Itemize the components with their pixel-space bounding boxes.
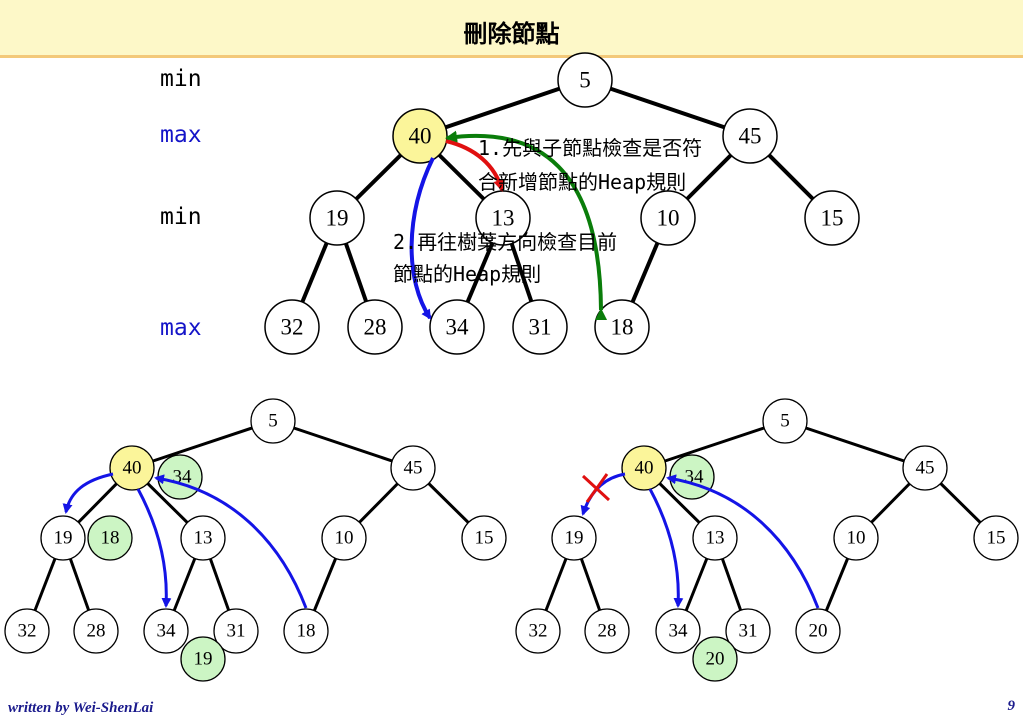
level-label-max-1: max (160, 122, 202, 148)
left-node-label: 40 (123, 458, 142, 479)
left-blue-arrow-2 (136, 488, 172, 608)
right-blue-arrow-2 (648, 488, 684, 608)
footer-author: written by Wei-ShenLai (8, 700, 154, 716)
top-node-label: 31 (529, 315, 552, 340)
cross-mark-icon (581, 473, 611, 503)
top-tree-labels: 5 40 45 19 13 10 15 32 28 34 31 18 (281, 68, 844, 340)
left-node-label: 45 (404, 458, 423, 479)
right-tree-labels: 5 40 34 45 19 13 10 15 32 28 34 31 20 20 (529, 411, 1006, 670)
top-node-32 (264, 299, 320, 355)
level-label-min-0: min (160, 66, 202, 92)
left-marker-18 (87, 515, 133, 561)
left-marker-label: 18 (101, 528, 120, 549)
top-node-label: 15 (821, 206, 844, 231)
top-node-28 (347, 299, 403, 355)
top-node-10 (640, 190, 696, 246)
top-tree-nodes (264, 52, 860, 355)
left-node-label: 10 (335, 528, 354, 549)
left-node-label: 34 (157, 621, 177, 642)
right-node-label: 45 (916, 458, 935, 479)
left-node-label: 13 (194, 528, 213, 549)
note-step2-line1: 2.再往樹葉方向檢查目前 (393, 230, 618, 254)
right-node-label: 5 (780, 411, 790, 432)
top-node-label: 40 (409, 124, 432, 149)
top-node-label: 18 (611, 315, 634, 340)
right-node-label: 31 (739, 621, 758, 642)
top-node-18 (594, 299, 650, 355)
right-tree-nodes (515, 398, 1019, 682)
right-blue-arrow-3 (666, 474, 820, 609)
left-node-label: 28 (87, 621, 106, 642)
top-node-label: 5 (579, 68, 591, 93)
right-marker-label: 20 (706, 649, 725, 670)
top-node-19 (309, 190, 365, 246)
top-node-label: 10 (657, 206, 680, 231)
top-node-label: 34 (446, 315, 470, 340)
page-title: 刪除節點 (463, 20, 560, 48)
top-node-label: 45 (739, 124, 762, 149)
right-node-label: 40 (635, 458, 654, 479)
right-node-label: 20 (809, 621, 828, 642)
note-step2-line2: 節點的Heap規則 (393, 262, 542, 286)
top-node-label: 32 (281, 315, 304, 340)
page-number: 9 (1007, 698, 1016, 714)
right-marker-20 (692, 636, 738, 682)
top-node-5 (557, 52, 613, 108)
right-node-label: 19 (565, 528, 584, 549)
title-bar: 刪除節點 (0, 0, 1023, 58)
right-node-label: 32 (529, 621, 548, 642)
left-node-label: 19 (54, 528, 73, 549)
right-node-label: 13 (706, 528, 725, 549)
top-node-15 (804, 190, 860, 246)
left-marker-label: 19 (194, 649, 213, 670)
top-node-label: 28 (364, 315, 387, 340)
right-node-label: 15 (987, 528, 1006, 549)
right-node-label: 34 (669, 621, 689, 642)
note-step1-line2: 合新增節點的Heap規則 (478, 170, 687, 194)
top-blue-arrow (409, 157, 435, 320)
right-node-label: 10 (847, 528, 866, 549)
left-node-label: 5 (268, 411, 278, 432)
left-tree-labels: 5 40 34 45 19 18 13 10 15 32 28 34 31 18… (18, 411, 494, 670)
left-blue-arrow-1 (62, 472, 114, 514)
left-node-label: 32 (18, 621, 37, 642)
note-step1-line1: 1.先與子節點檢查是否符 (478, 136, 703, 160)
top-node-label: 13 (492, 206, 515, 231)
level-label-min-2: min (160, 204, 202, 230)
top-node-45 (722, 108, 778, 164)
left-tree-nodes (4, 398, 507, 682)
top-node-label: 19 (326, 206, 349, 231)
left-node-label: 15 (475, 528, 494, 549)
left-marker-19 (180, 636, 226, 682)
left-node-label: 31 (227, 621, 246, 642)
top-green-arrow (445, 130, 608, 321)
left-blue-arrow-3 (154, 474, 308, 609)
left-node-label: 18 (297, 621, 316, 642)
level-label-max-3: max (160, 315, 202, 341)
right-node-label: 28 (598, 621, 617, 642)
